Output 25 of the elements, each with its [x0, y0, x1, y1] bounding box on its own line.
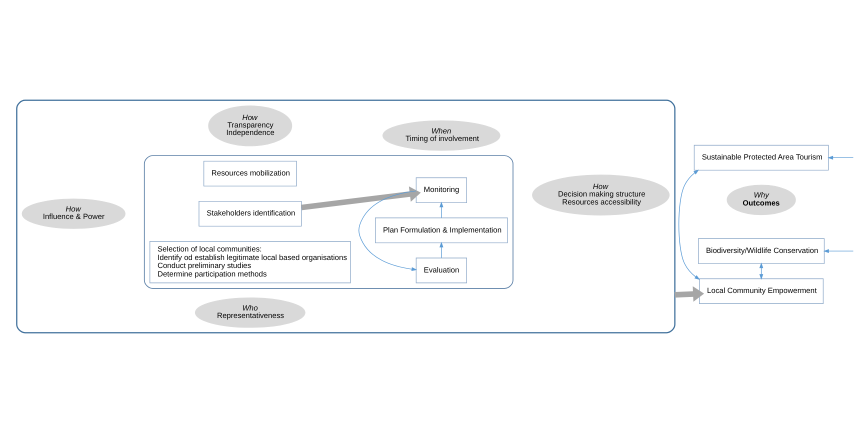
cluster [144, 155, 514, 289]
arrow [823, 249, 854, 254]
cluster [16, 100, 676, 334]
arrow [828, 156, 854, 160]
arrow [358, 190, 418, 272]
node-box: Selection of local communities: Identify od establish legitimate local based organisations Conduct preliminary studies Determine participation methods [150, 241, 351, 284]
arrow [301, 186, 421, 210]
arrow [678, 170, 700, 280]
node-box: Biodiversity/Wildlife Conservation [698, 238, 825, 264]
node-ellipse: How Influence & Power [22, 198, 126, 229]
node-box: Sustainable Protected Area Tourism [694, 144, 829, 170]
node-ellipse: When Timing of involvement [382, 120, 500, 151]
node-ellipse: How Transparency Independence [208, 106, 292, 146]
node-box: Evaluation [416, 258, 467, 284]
node-box: Local Community Empowerment [699, 278, 824, 304]
node-box: Resources mobilization [203, 160, 297, 186]
arrow [674, 286, 704, 302]
arrow [439, 202, 444, 218]
node-ellipse: Why Outcomes [726, 184, 796, 216]
node-ellipse: Who Representativeness [194, 297, 306, 328]
arrow [439, 242, 444, 258]
node-box: Stakeholders identification [198, 200, 302, 227]
node-box: Plan Formulation & Implementation [375, 218, 508, 244]
node-ellipse: How Decision making structure Resources accessibility [532, 174, 670, 216]
node-box: Monitoring [416, 177, 467, 203]
